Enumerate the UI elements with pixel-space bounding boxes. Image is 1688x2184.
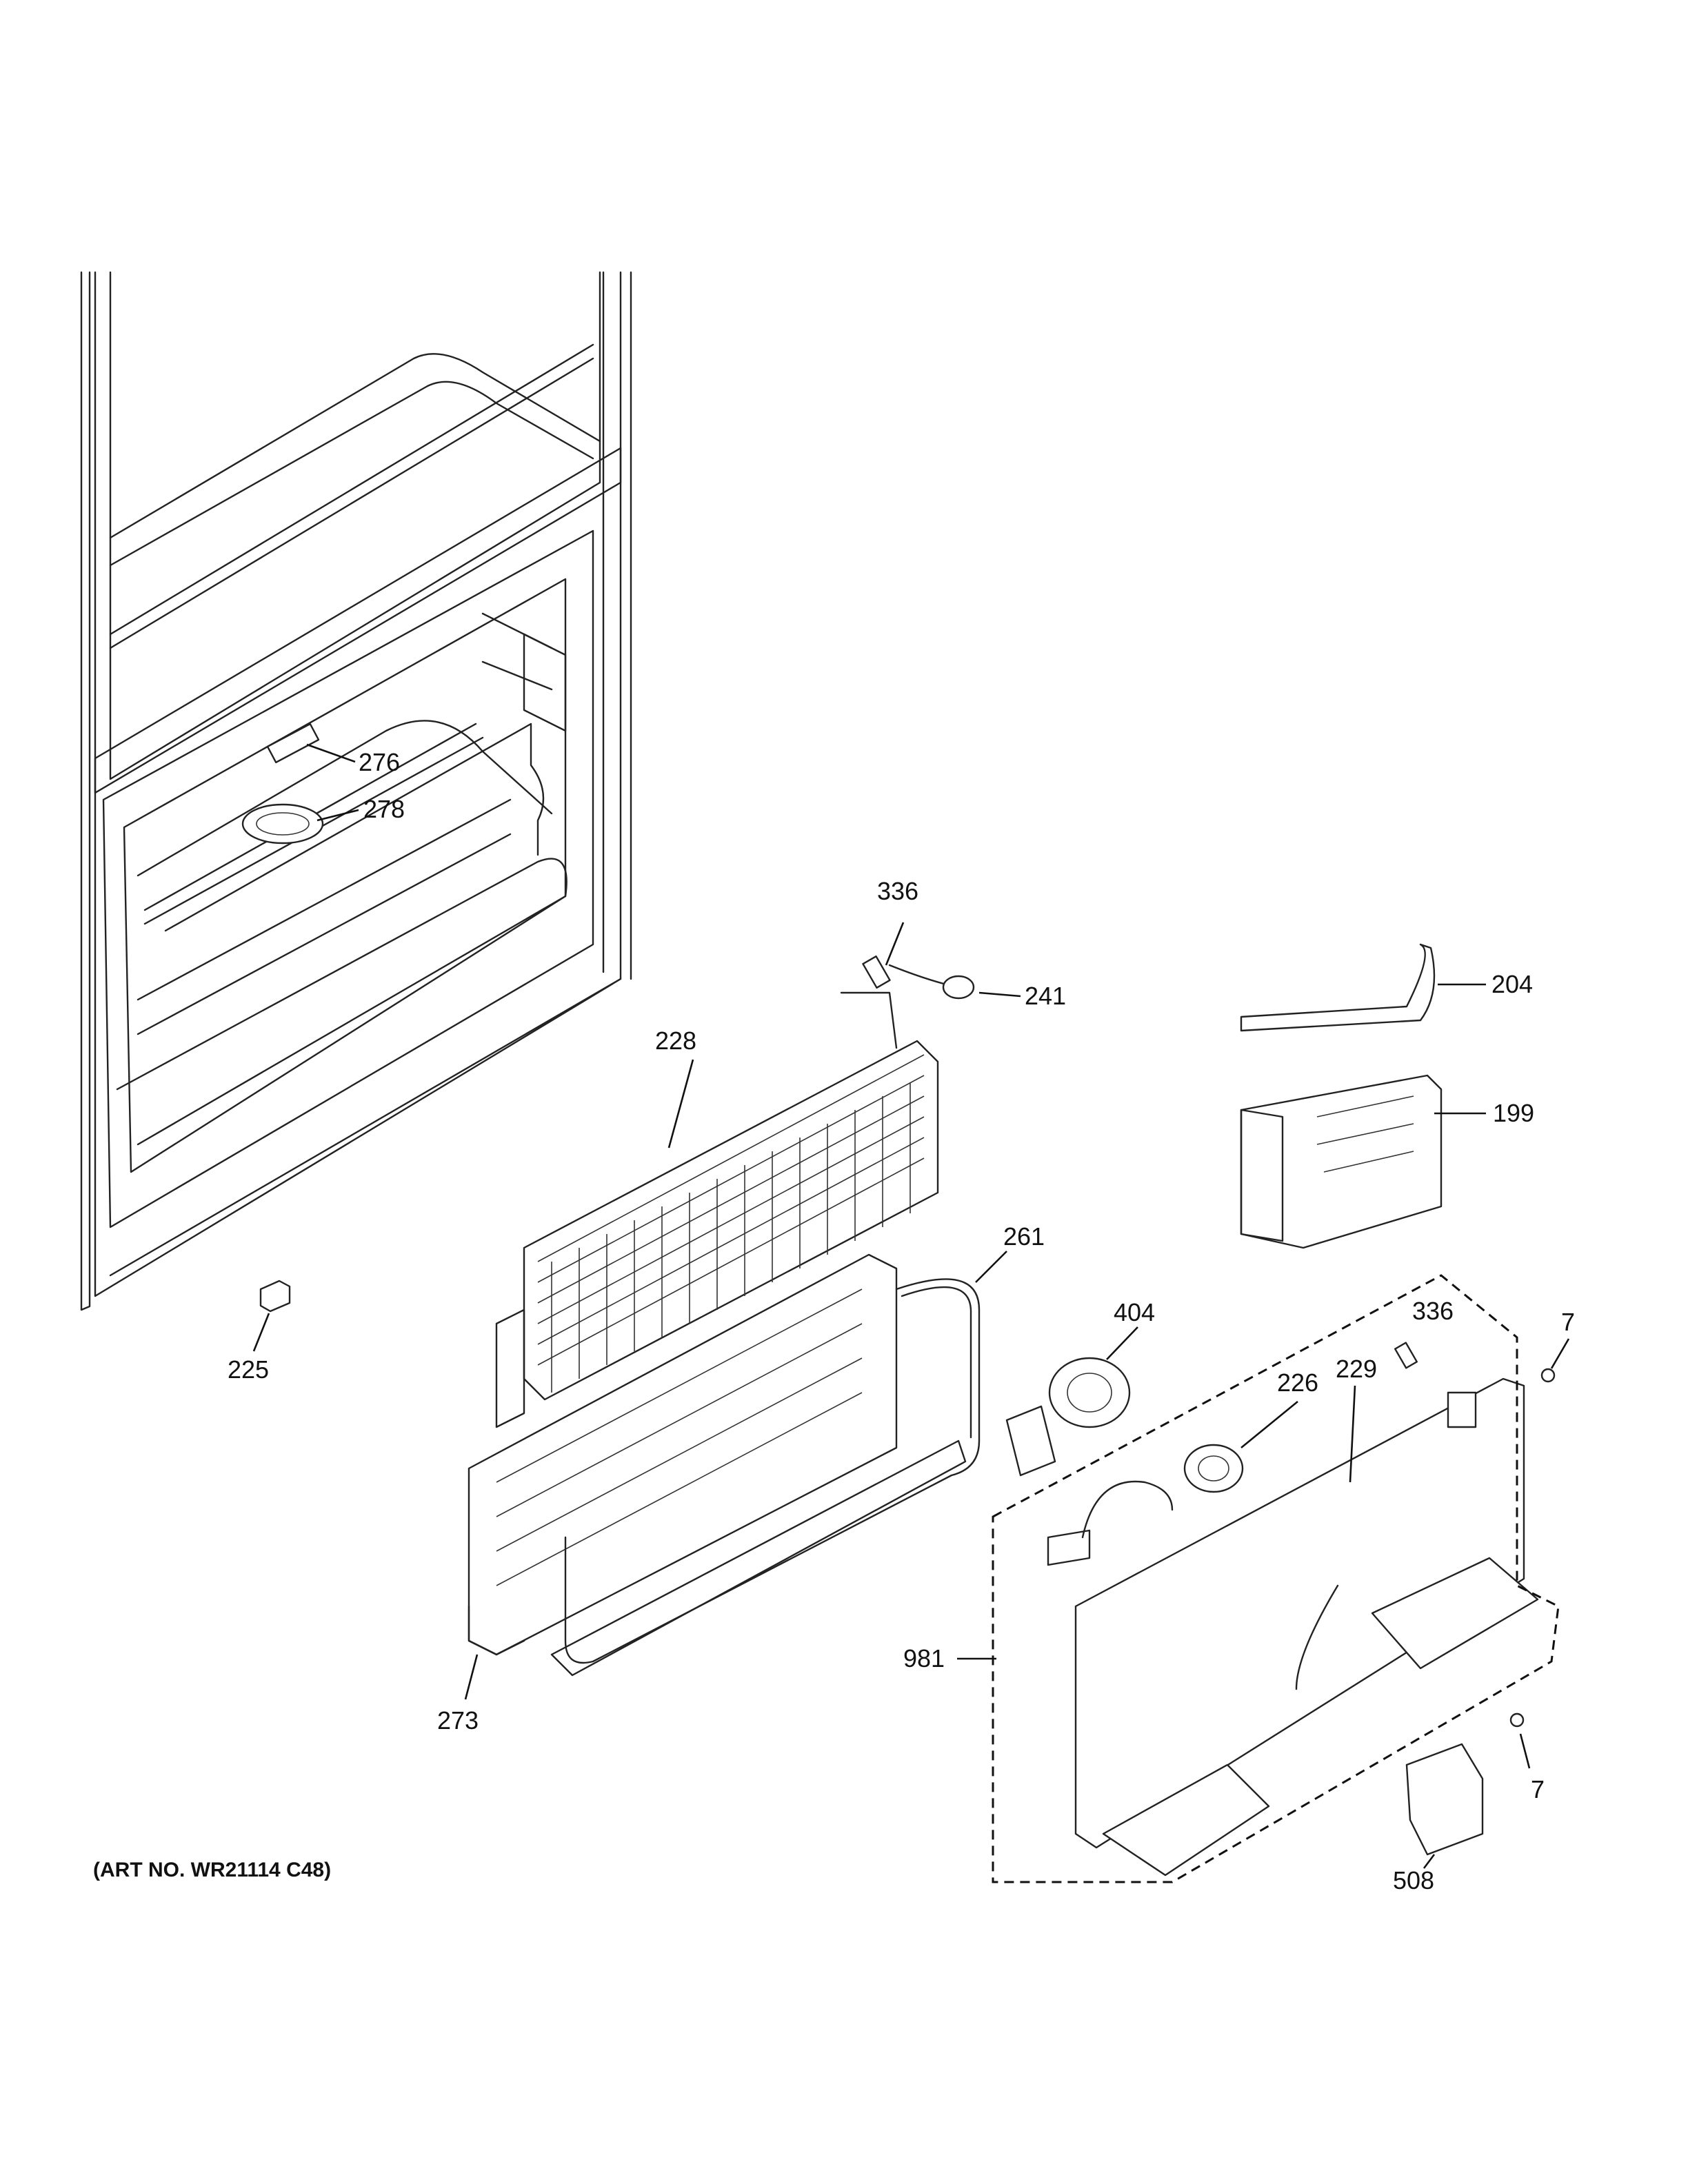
label-336-upper: 336 — [877, 877, 918, 905]
part-261-heater — [564, 1278, 981, 1664]
part-981-panel-assembly — [1047, 1377, 1539, 1877]
label-7-lower: 7 — [1531, 1775, 1545, 1803]
cabinet-liner — [80, 271, 632, 1311]
label-261: 261 — [1003, 1222, 1045, 1251]
label-981: 981 — [903, 1644, 945, 1672]
part-273-bracket — [468, 1253, 967, 1677]
label-7-upper: 7 — [1561, 1308, 1575, 1336]
label-225: 225 — [228, 1355, 269, 1384]
part-404-fan-housing — [1005, 1357, 1131, 1477]
label-508: 508 — [1393, 1866, 1434, 1894]
label-226: 226 — [1277, 1368, 1318, 1397]
part-225-switch — [259, 1280, 291, 1313]
label-229: 229 — [1336, 1355, 1377, 1383]
part-7-screw-upper — [1540, 1368, 1556, 1383]
label-336-lower: 336 — [1412, 1297, 1454, 1325]
part-241-thermistor — [888, 964, 975, 1000]
label-228: 228 — [655, 1027, 696, 1055]
label-273: 273 — [437, 1706, 479, 1735]
label-199: 199 — [1493, 1099, 1534, 1127]
part-508-cover — [1405, 1743, 1484, 1856]
part-336-tube-upper — [862, 955, 891, 989]
part-226-motor — [1183, 1444, 1244, 1493]
label-404: 404 — [1114, 1298, 1155, 1326]
part-7-screw-lower — [1509, 1712, 1525, 1728]
art-number: (ART NO. WR21114 C48) — [93, 1859, 331, 1881]
label-278: 278 — [363, 795, 405, 823]
label-204: 204 — [1491, 970, 1533, 998]
assembly-981-outline — [992, 1274, 1560, 1883]
leader-lines — [252, 743, 1570, 1869]
part-228-evaporator — [495, 991, 939, 1428]
label-241: 241 — [1025, 982, 1066, 1010]
part-336-tube-lower — [1394, 1342, 1418, 1369]
label-276: 276 — [359, 748, 400, 776]
part-204-seal — [1240, 943, 1436, 1032]
part-199-cover — [1240, 1074, 1443, 1249]
